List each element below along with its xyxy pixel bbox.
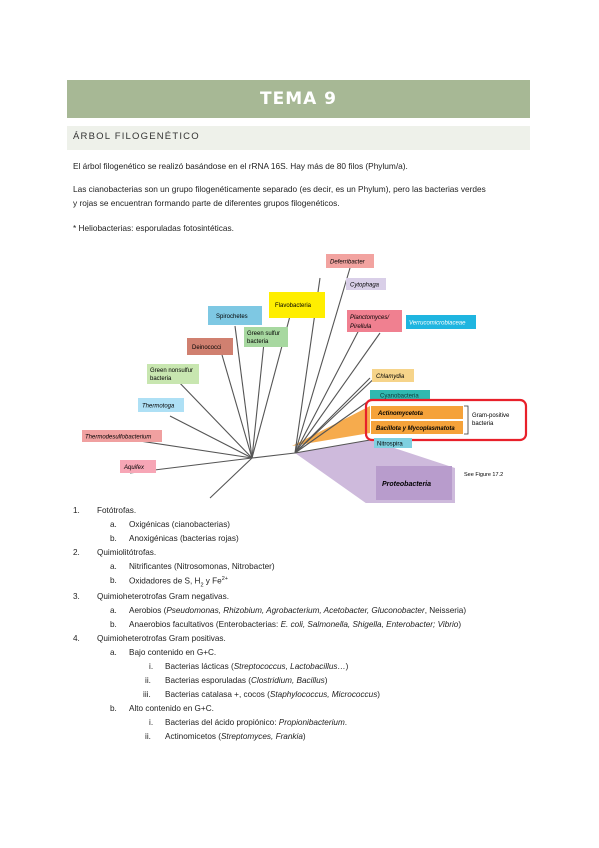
- title-banner: TEMA 9: [67, 80, 530, 118]
- section-title: ÁRBOL FILOGENÉTICO: [73, 131, 200, 142]
- tree-label-deferribacter: Deferribacter: [326, 254, 374, 268]
- paragraph-cyanobacteria-line2: y rojas se encuentran formando parte de …: [73, 198, 340, 208]
- tree-label-cytophaga: Cytophaga: [346, 278, 386, 290]
- svg-text:Proteobacteria: Proteobacteria: [382, 481, 431, 488]
- svg-text:Green nonsulfur: Green nonsulfur: [150, 368, 193, 374]
- svg-text:bacteria: bacteria: [472, 421, 494, 427]
- gram-positive-highlight: [364, 398, 528, 442]
- svg-text:Deferribacter: Deferribacter: [330, 260, 366, 266]
- tree-label-thermodesulfobacterium: Thermodesulfobacterium: [82, 430, 162, 442]
- svg-text:Planctomyces/: Planctomyces/: [350, 315, 390, 321]
- tree-label-verrucomicrobiaceae: Verrucomicrobiaceae: [406, 315, 476, 329]
- tree-label-green-sulfur: Green sulfur bacteria: [244, 327, 288, 347]
- svg-text:Deinococci: Deinococci: [192, 345, 221, 351]
- tree-label-bacillota: Bacillota y Mycoplasmatota: [371, 421, 463, 434]
- paragraph-rrna: El árbol filogenético se realizó basándo…: [73, 161, 408, 171]
- see-figure-note: See Figure 17.2: [464, 472, 503, 478]
- svg-text:Bacillota y Mycoplasmatota: Bacillota y Mycoplasmatota: [376, 426, 455, 432]
- tree-label-green-nonsulfur: Green nonsulfur bacteria: [147, 364, 199, 384]
- svg-text:Green sulfur: Green sulfur: [247, 331, 280, 337]
- tree-label-deinococci: Deinococci: [187, 338, 233, 355]
- svg-text:Flavobacteria: Flavobacteria: [275, 303, 312, 309]
- gram-positive-label: Gram-positive: [472, 413, 510, 419]
- phylogenetic-tree: Deferribacter Cytophaga Flavobacteria Sp…: [82, 254, 528, 503]
- svg-text:bacteria: bacteria: [150, 376, 172, 382]
- tree-label-thermotoga: Thermotoga: [138, 398, 184, 412]
- svg-text:Pirellula: Pirellula: [350, 324, 372, 330]
- svg-text:Thermotoga: Thermotoga: [142, 404, 175, 410]
- tree-label-flavobacteria: Flavobacteria: [269, 292, 325, 318]
- svg-text:Actinomycetota: Actinomycetota: [377, 411, 424, 417]
- svg-text:Chlamydia: Chlamydia: [376, 374, 405, 380]
- svg-text:Cyanobacteria: Cyanobacteria: [380, 394, 419, 400]
- svg-text:Nitrospira: Nitrospira: [377, 442, 403, 448]
- tree-label-chlamydia: Chlamydia: [372, 369, 414, 382]
- tree-label-actinomycetota: Actinomycetota: [371, 406, 463, 419]
- svg-text:Verrucomicrobiaceae: Verrucomicrobiaceae: [409, 321, 466, 327]
- svg-text:Spirochetes: Spirochetes: [216, 314, 248, 320]
- tree-label-nitrospira: Nitrospira: [374, 438, 412, 448]
- page-title: TEMA 9: [259, 89, 338, 109]
- tree-label-cyanobacteria: Cyanobacteria: [370, 390, 430, 400]
- tree-label-aquifex: Aquifex: [120, 460, 156, 473]
- section-header: ÁRBOL FILOGENÉTICO: [67, 126, 530, 150]
- tree-label-spirochetes: Spirochetes: [208, 306, 262, 325]
- svg-text:bacteria: bacteria: [247, 339, 269, 345]
- svg-text:Thermodesulfobacterium: Thermodesulfobacterium: [85, 435, 151, 441]
- svg-text:Aquifex: Aquifex: [123, 465, 145, 471]
- tree-label-planctomyces: Planctomyces/ Pirellula: [347, 310, 402, 332]
- tree-label-proteobacteria: Proteobacteria: [376, 466, 452, 500]
- paragraph-heliobacteria: * Heliobacterias: esporuladas fotosintét…: [73, 223, 234, 233]
- paragraph-cyanobacteria-line1: Las cianobacterias son un grupo filogené…: [73, 184, 486, 194]
- svg-text:Cytophaga: Cytophaga: [350, 283, 380, 289]
